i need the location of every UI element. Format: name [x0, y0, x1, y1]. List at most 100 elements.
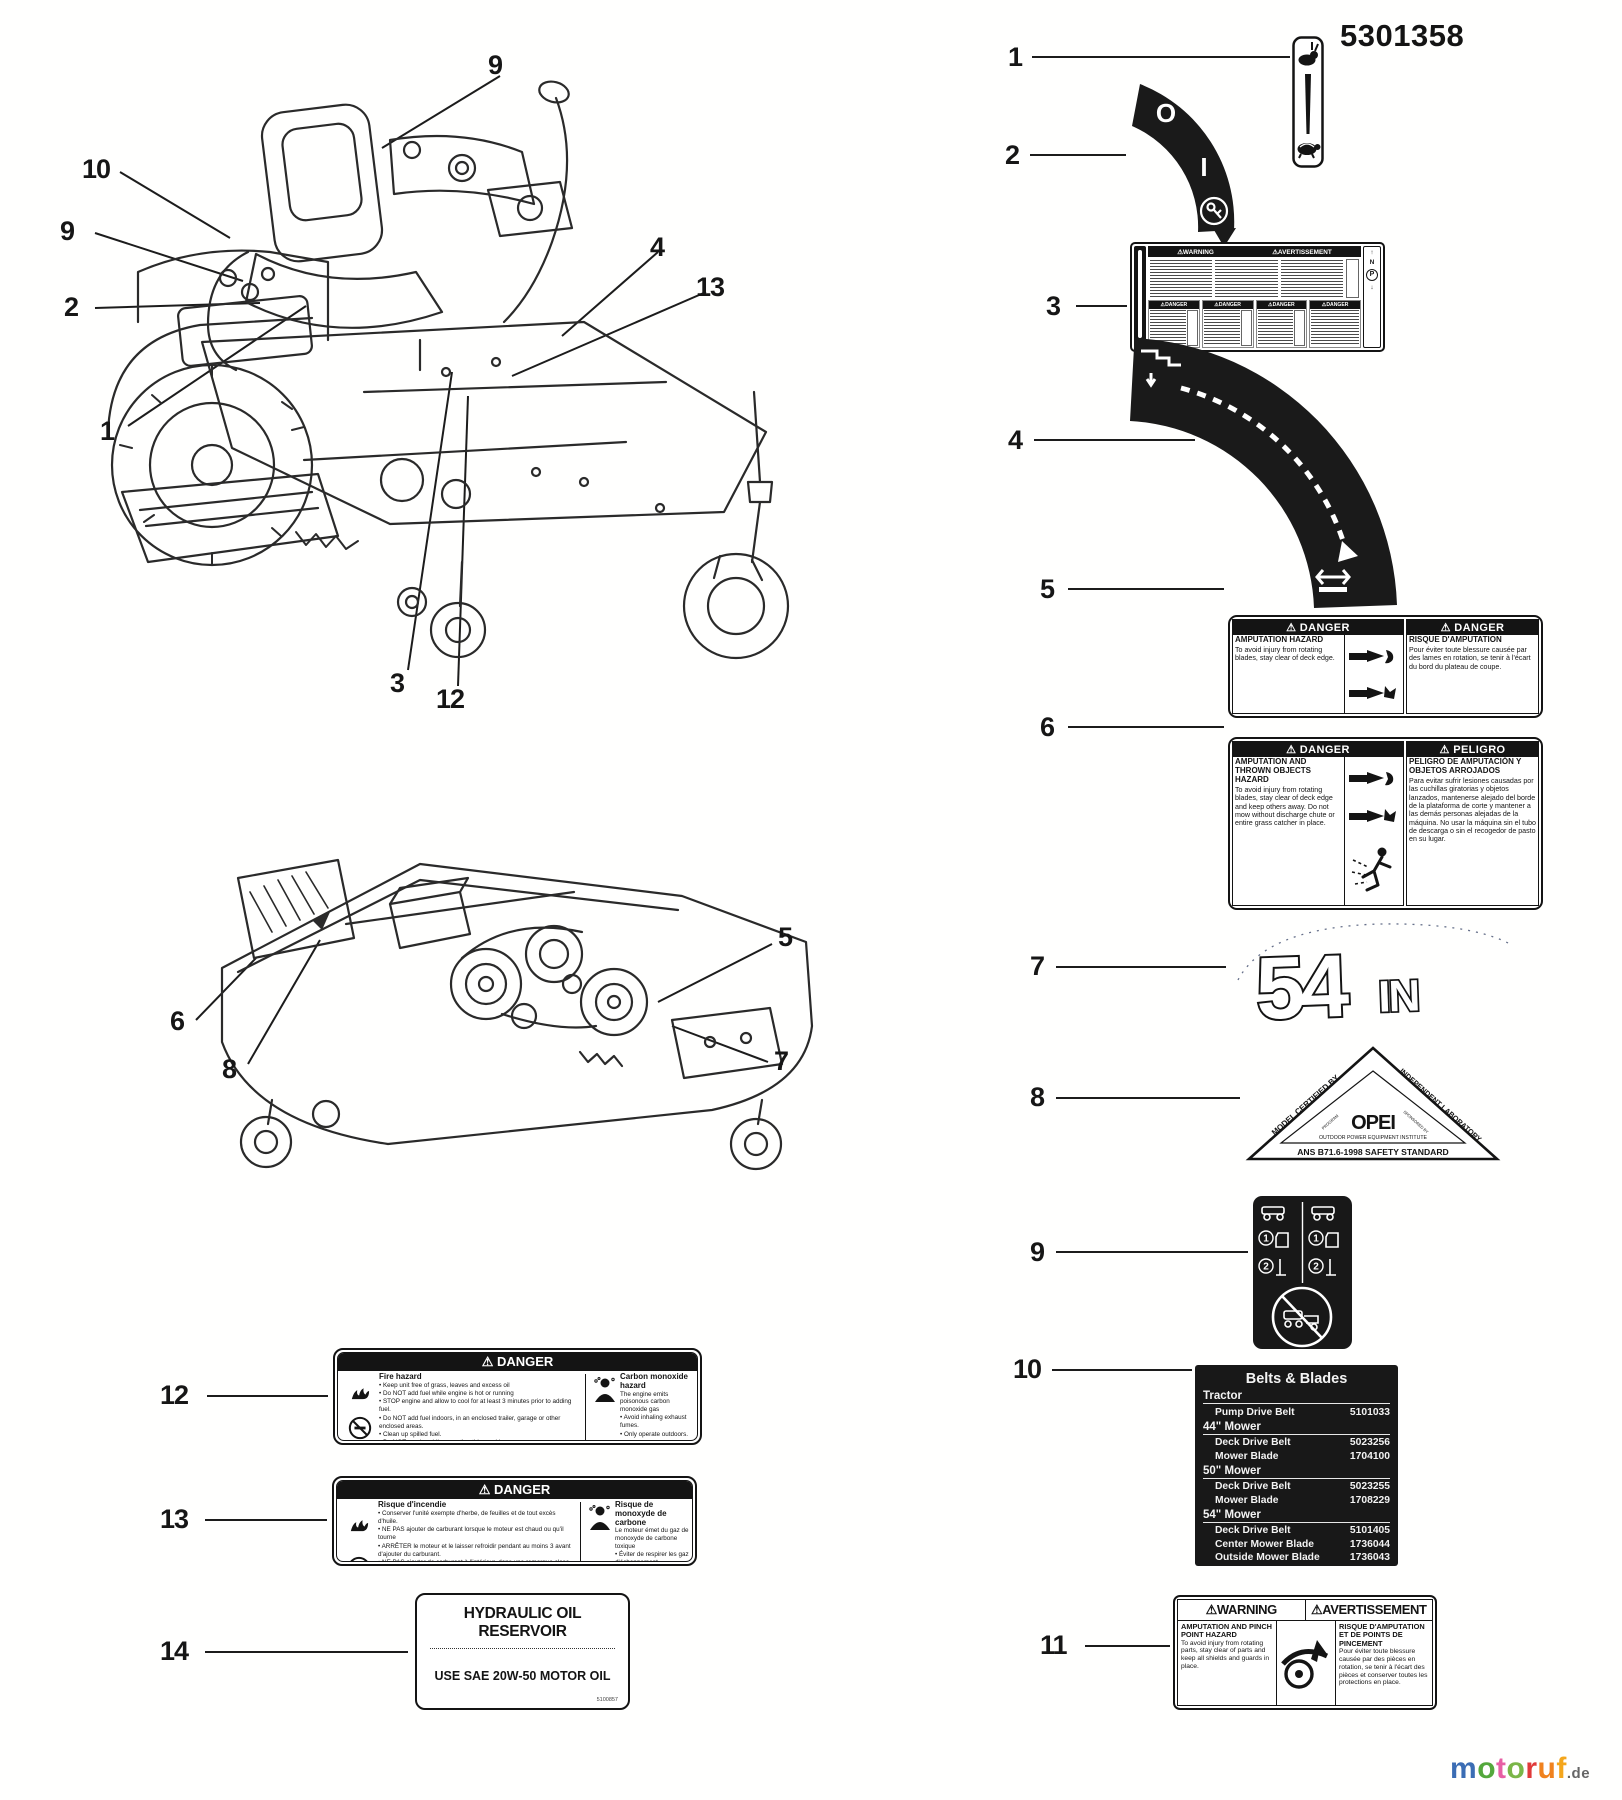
decal-warning-pinch-point: ⚠WARNING ⚠AVERTISSEMENT AMPUTATION AND P… — [1173, 1595, 1437, 1710]
warning-header-fr: ⚠AVERTISSEMENT — [1272, 248, 1332, 256]
decal-motion-control — [1130, 338, 1397, 608]
danger-header-fr: ⚠ DANGER — [1407, 620, 1538, 635]
fire-title-fr: Risque d'incendie — [378, 1500, 447, 1509]
danger-col-3: ⚠DANGER — [1256, 301, 1307, 309]
decal-54in: 54 IN — [1237, 923, 1511, 1026]
callout-9-seat: 9 — [488, 50, 503, 80]
lever-icon-right — [1326, 1259, 1336, 1276]
tip-hazard-icon — [1186, 310, 1198, 346]
carbon-monoxide-person-icon — [594, 1377, 615, 1402]
callout-12: 12 — [436, 684, 465, 714]
belts-table-title: Belts & Blades — [1245, 1371, 1348, 1387]
peligro-header-es: ⚠ PELIGRO — [1407, 742, 1538, 757]
ignition-off-label: O — [1156, 98, 1176, 128]
danger-col-1: ⚠DANGER — [1149, 301, 1199, 309]
hazard-body-en: To avoid injury from rotating blades, st… — [1235, 645, 1335, 663]
hazard-title-en: AMPUTATION HAZARD — [1235, 635, 1324, 644]
callout-5-deck: 5 — [778, 922, 793, 952]
motion-dashes — [1180, 385, 1350, 555]
step-1-right: 1 — [1313, 1234, 1319, 1245]
hazard-body-fr: Pour éviter toute blessure causée par de… — [1409, 645, 1531, 671]
tractor-mini-icon-left — [1261, 1206, 1285, 1221]
blade-hand-icon — [1349, 772, 1394, 786]
rabbit-icon — [1298, 42, 1319, 66]
item-5-number: 5 — [1040, 574, 1055, 604]
running-person-icon — [1351, 847, 1392, 892]
no-towing-icon — [1271, 1286, 1333, 1348]
pinch-title-fr: RISQUE D'AMPUTATION ET DE POINTS DE PINC… — [1339, 1622, 1425, 1648]
pinch-title-en: AMPUTATION AND PINCH POINT HAZARD — [1181, 1622, 1273, 1640]
callout-8-deck: 8 — [222, 1054, 237, 1084]
item-2-number: 2 — [1005, 140, 1020, 170]
hydraulic-title: HYDRAULIC OIL RESERVOIR — [463, 1605, 582, 1640]
deck-size-in: IN — [1377, 971, 1419, 1021]
item-1-number: 1 — [1008, 42, 1023, 72]
blade-hand-icon — [1349, 649, 1394, 663]
decal-danger-fire-en: ⚠ DANGER Fire hazard Keep unit free of g… — [333, 1348, 702, 1445]
step-1-left: 1 — [1263, 1234, 1269, 1245]
belts-section-54: 54" Mower — [1203, 1509, 1390, 1523]
flame-icon — [350, 1519, 369, 1531]
item-10-number: 10 — [1013, 1354, 1042, 1384]
tractor-diagram — [106, 80, 790, 660]
decal-danger-amputation: ⚠ DANGER AMPUTATION HAZARD To avoid inju… — [1228, 615, 1543, 718]
co-title-fr: Risque de monoxyde de carbone — [615, 1500, 667, 1527]
turtle-icon — [1297, 143, 1321, 159]
hydraulic-spec: USE SAE 20W-50 MOTOR OIL — [434, 1669, 611, 1683]
belts-section-50: 50" Mower — [1203, 1465, 1390, 1479]
deck-size-54: 54 — [1254, 936, 1350, 1026]
throttle-slider — [1305, 74, 1311, 134]
decal-hydraulic-oil: HYDRAULIC OIL RESERVOIR USE SAE 20W-50 M… — [415, 1593, 630, 1710]
belts-section-tractor: Tractor — [1203, 1390, 1390, 1404]
callout-9-dash: 9 — [60, 216, 75, 246]
item-6-number: 6 — [1040, 712, 1055, 742]
no-smoking-icon — [350, 1556, 368, 1561]
mower-deck-diagram — [220, 858, 814, 1171]
carbon-monoxide-person-icon — [589, 1505, 610, 1530]
pinch-body-fr: Pour éviter toute blessure causée par de… — [1339, 1647, 1428, 1687]
callout-6-deck: 6 — [170, 1006, 185, 1036]
oil-jug-icon-right — [1325, 1232, 1339, 1248]
blade-foot-icon — [1349, 685, 1396, 699]
item-12-number: 12 — [160, 1380, 189, 1410]
warning-fine-print — [1148, 258, 1361, 299]
decal-operation-pictograms: 1 1 2 2 — [1253, 1196, 1352, 1349]
item-8-number: 8 — [1030, 1082, 1045, 1112]
fire-title: Fire hazard — [379, 1372, 422, 1381]
opei-institute-text: OUTDOOR POWER EQUIPMENT INSTITUTE — [1319, 1135, 1428, 1141]
thrown-body-en: To avoid injury from rotating blades, st… — [1235, 785, 1335, 828]
decal-ignition: O I — [1132, 84, 1236, 247]
warning-pictogram — [1345, 259, 1359, 298]
decal-throttle — [1292, 36, 1324, 168]
item-3-number: 3 — [1046, 291, 1061, 321]
ignition-on-label: I — [1200, 152, 1207, 182]
page-part-number: 5301358 — [1340, 18, 1465, 53]
thrown-body-es: Para evitar sufrir lesiones causadas por… — [1409, 776, 1536, 844]
lower-deck-icon — [1315, 569, 1351, 592]
warning-header-en: ⚠WARNING — [1177, 248, 1214, 256]
lever-icon-left — [1276, 1259, 1286, 1276]
logo-suffix: .de — [1566, 1765, 1591, 1782]
decal-danger-fire-fr: ⚠ DANGER Risque d'incendie Conserver l'u… — [332, 1476, 697, 1566]
hydraulic-part-code: 5100857 — [596, 1697, 618, 1703]
callout-10: 10 — [82, 154, 111, 184]
danger-header-en: ⚠ DANGER — [1233, 742, 1403, 757]
arrow-down-icon: ↓ — [1370, 284, 1374, 291]
slope-hazard-icon — [1240, 310, 1252, 346]
motoruf-logo[interactable]: motoruf.de — [1450, 1752, 1591, 1785]
ignition-key-icon — [1199, 196, 1229, 226]
hazard-title-fr: RISQUE D'AMPUTATION — [1409, 635, 1502, 644]
pulley-pinch-icon — [1276, 1621, 1336, 1705]
callout-1: 1 — [100, 416, 115, 446]
decal-danger-thrown-objects: ⚠ DANGER AMPUTATION AND THROWN OBJECTS H… — [1228, 737, 1543, 910]
callout-4: 4 — [650, 232, 665, 262]
opei-standard-text: ANS B71.6-1998 SAFETY STANDARD — [1297, 1147, 1449, 1157]
danger-header: ⚠ DANGER — [337, 1481, 692, 1499]
blade-foot-icon — [1349, 809, 1396, 822]
